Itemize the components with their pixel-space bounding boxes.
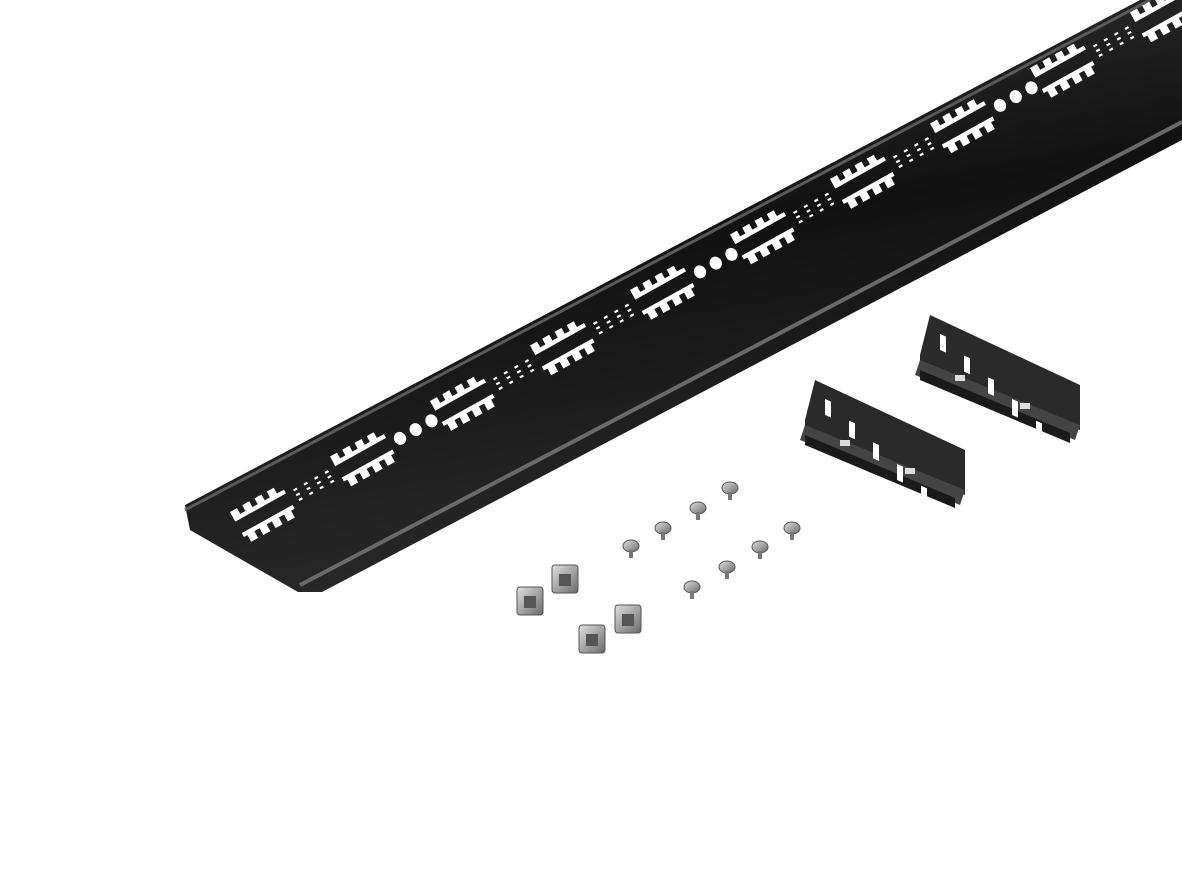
cutout-segment xyxy=(530,303,635,376)
screw xyxy=(622,539,640,558)
cutout-segment xyxy=(1130,0,1182,43)
cage-nut xyxy=(551,564,579,594)
cutout-segment xyxy=(230,470,335,542)
cutout-segment xyxy=(430,359,535,431)
cage-nut xyxy=(578,624,606,654)
cutout-segment xyxy=(830,137,935,209)
screw xyxy=(718,560,736,579)
screws xyxy=(622,481,801,599)
cable-rail xyxy=(184,0,1182,592)
screw xyxy=(751,540,769,559)
cage-nut xyxy=(614,604,642,634)
mounting-brackets xyxy=(800,315,1080,508)
mounting-bracket xyxy=(915,315,1080,443)
mounting-bracket xyxy=(800,380,965,508)
cutout-segment xyxy=(730,192,835,265)
rail-cutouts xyxy=(230,0,1182,542)
cage-nuts xyxy=(516,564,642,654)
rail-top-lip xyxy=(184,0,1151,512)
screw xyxy=(689,501,707,520)
screw xyxy=(654,521,672,540)
cage-nut xyxy=(516,586,544,616)
rail-bottom-lip xyxy=(299,120,1182,587)
screw xyxy=(783,521,801,540)
screw xyxy=(721,481,739,500)
cutout-segment xyxy=(1030,26,1135,98)
cutout-segment xyxy=(330,414,438,487)
screw xyxy=(683,580,701,599)
cutout-segment xyxy=(630,247,738,320)
cutout-segment xyxy=(930,81,1038,154)
